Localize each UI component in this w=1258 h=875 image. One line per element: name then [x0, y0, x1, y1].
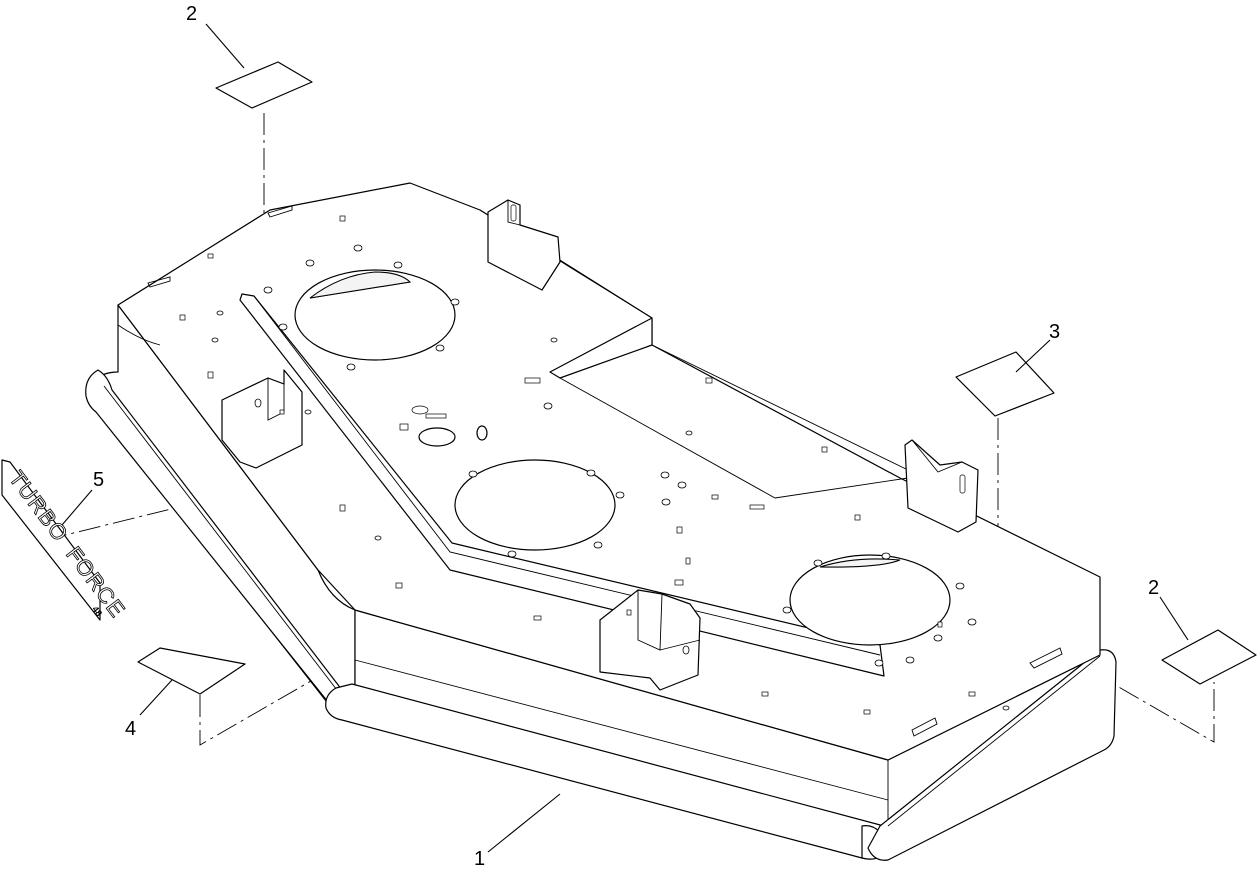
- rear-bracket-left: [487, 199, 561, 291]
- blade-openings: [294, 269, 951, 646]
- mounting-holes: [211, 244, 1010, 711]
- rear-bracket-right: [904, 439, 979, 533]
- callout-2-right: 2: [1148, 577, 1159, 599]
- front-hanger-bracket: [599, 589, 701, 691]
- callout-3: 3: [1049, 321, 1060, 343]
- decal-right-back: [955, 351, 1055, 417]
- decal-front-left: [137, 647, 246, 695]
- center-features: [399, 377, 541, 447]
- deck-slots: [179, 215, 976, 715]
- turbo-force-decal: TURBO FORCE 48: [1, 459, 131, 623]
- callout-5: 5: [93, 469, 104, 491]
- callout-numbers: 2 3 2 4 5 1: [93, 3, 1159, 870]
- leader-lines: [61, 23, 1189, 853]
- decal-size-label: 48: [90, 604, 104, 618]
- decal-top-left: [215, 61, 313, 109]
- callout-1: 1: [474, 848, 485, 870]
- callout-2-top: 2: [186, 3, 197, 25]
- callout-4: 4: [125, 718, 136, 740]
- left-hanger-bracket: [221, 369, 303, 469]
- decal-right-front: [1161, 629, 1257, 685]
